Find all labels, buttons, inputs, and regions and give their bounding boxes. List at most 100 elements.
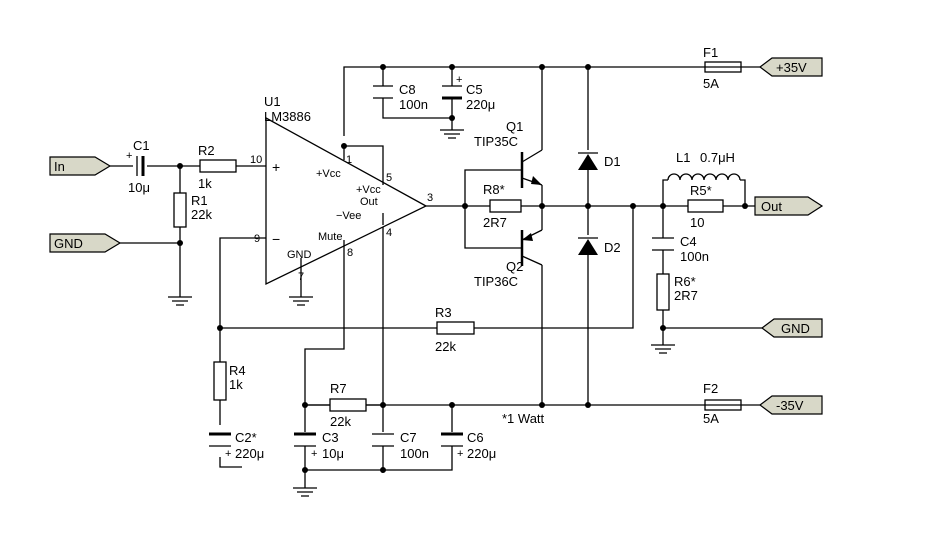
resistor-r4: R4 1k — [213, 361, 246, 401]
c1-value: 10μ — [128, 180, 150, 195]
opamp-pin-8: 8 — [347, 247, 353, 259]
port-gnd-left-label: GND — [54, 236, 83, 251]
r4-ref: R4 — [229, 363, 246, 378]
capacitor-c5: + C5 220μ — [442, 74, 495, 112]
opamp-vcc-b: +Vcc — [356, 184, 381, 196]
d2-ref: D2 — [604, 240, 621, 255]
capacitor-c7: C7 100n — [372, 430, 429, 461]
r3-ref: R3 — [435, 305, 452, 320]
r7-ref: R7 — [330, 381, 347, 396]
opamp-vcc-a: +Vcc — [316, 168, 341, 180]
resistor-r6: R6* 2R7 — [656, 273, 698, 311]
opamp-pin-10: 10 — [250, 154, 262, 166]
r3-value: 22k — [435, 339, 456, 354]
opamp-mute: Mute — [318, 231, 342, 243]
c2-ref: C2* — [235, 430, 257, 445]
opamp-vee: −Vee — [336, 210, 361, 222]
r2-value: 1k — [198, 176, 212, 191]
capacitor-c3: + C3 10μ — [294, 430, 344, 461]
note-one-watt: *1 Watt — [502, 411, 545, 426]
r4-value: 1k — [229, 377, 243, 392]
c4-value: 100n — [680, 249, 709, 264]
opamp-gnd: GND — [287, 249, 312, 261]
q1-ref: Q1 — [506, 119, 523, 134]
c7-value: 100n — [400, 446, 429, 461]
ground-symbol — [651, 344, 675, 354]
port-gnd-right: GND — [761, 318, 823, 338]
port-out: Out — [754, 196, 824, 216]
port-in-label: In — [54, 159, 65, 174]
l1-ref: L1 — [676, 150, 690, 165]
q2-ref: Q2 — [506, 259, 523, 274]
f2-ref: F2 — [703, 381, 718, 396]
opamp-u1: U1 LM3886 + − +Vcc +Vcc Out −Vee Mute GN… — [250, 94, 433, 286]
diode-d2: D2 — [578, 237, 621, 255]
ground-symbol — [440, 129, 464, 139]
junctions — [177, 64, 748, 473]
c3-pol: + — [311, 448, 317, 460]
resistor-r2: R2 1k — [198, 143, 237, 191]
port-gnd-right-label: GND — [781, 321, 810, 336]
ground-symbol — [289, 296, 313, 306]
resistor-r1: R1 22k — [173, 192, 212, 228]
opamp-pin-9: 9 — [254, 233, 260, 245]
d1-ref: D1 — [604, 154, 621, 169]
r6-ref: R6* — [674, 274, 696, 289]
r1-ref: R1 — [191, 193, 208, 208]
port-vpos-label: +35V — [776, 60, 807, 75]
capacitor-c8: C8 100n — [373, 82, 428, 112]
c1-pol: + — [126, 150, 132, 162]
transistor-q2: Q2 TIP36C — [474, 229, 543, 289]
port-gnd-left: GND — [49, 233, 122, 253]
opamp-part: LM3886 — [264, 109, 311, 124]
port-vneg-label: -35V — [776, 398, 804, 413]
resistor-r5: R5* 10 — [687, 183, 724, 230]
f1-ref: F1 — [703, 45, 718, 60]
q2-part: TIP36C — [474, 274, 518, 289]
opamp-ref: U1 — [264, 94, 281, 109]
ground-symbol — [168, 296, 192, 306]
c5-value: 220μ — [466, 97, 495, 112]
l1-value: 0.7μH — [700, 150, 735, 165]
transistor-q1: Q1 TIP35C — [474, 119, 543, 188]
c6-ref: C6 — [467, 430, 484, 445]
c6-pol: + — [457, 448, 463, 460]
c1-ref: C1 — [133, 138, 150, 153]
ground-symbol — [293, 487, 317, 497]
c6-value: 220μ — [467, 446, 496, 461]
c7-ref: C7 — [400, 430, 417, 445]
r6-value: 2R7 — [674, 288, 698, 303]
f1-value: 5A — [703, 76, 719, 91]
c2-value: 220μ — [235, 446, 264, 461]
r5-value: 10 — [690, 215, 704, 230]
resistor-r7: R7 22k — [329, 381, 367, 429]
r1-value: 22k — [191, 207, 212, 222]
opamp-pin-3: 3 — [427, 192, 433, 204]
r8-value: 2R7 — [483, 215, 507, 230]
q1-part: TIP35C — [474, 134, 518, 149]
resistor-r8: R8* 2R7 — [483, 182, 522, 230]
c2-pol: + — [225, 448, 231, 460]
opamp-pin-1: 1 — [346, 154, 352, 166]
c5-pol: + — [456, 74, 462, 86]
c4-ref: C4 — [680, 234, 697, 249]
port-vneg: -35V — [759, 395, 823, 415]
resistor-r3: R3 22k — [435, 305, 475, 354]
c8-value: 100n — [399, 97, 428, 112]
c3-ref: C3 — [322, 430, 339, 445]
f2-value: 5A — [703, 411, 719, 426]
diode-d1: D1 — [578, 152, 621, 170]
opamp-pin-4: 4 — [386, 227, 392, 239]
opamp-plus: + — [272, 159, 280, 175]
capacitor-c4: C4 100n — [652, 234, 709, 264]
port-out-label: Out — [761, 199, 782, 214]
capacitor-c2: + C2* 220μ — [209, 430, 264, 461]
r2-ref: R2 — [198, 143, 215, 158]
r5-ref: R5* — [690, 183, 712, 198]
port-in: In — [49, 156, 112, 176]
opamp-pin-5: 5 — [386, 172, 392, 184]
r8-ref: R8* — [483, 182, 505, 197]
inductor-l1: L1 0.7μH — [667, 150, 741, 181]
c5-ref: C5 — [466, 82, 483, 97]
